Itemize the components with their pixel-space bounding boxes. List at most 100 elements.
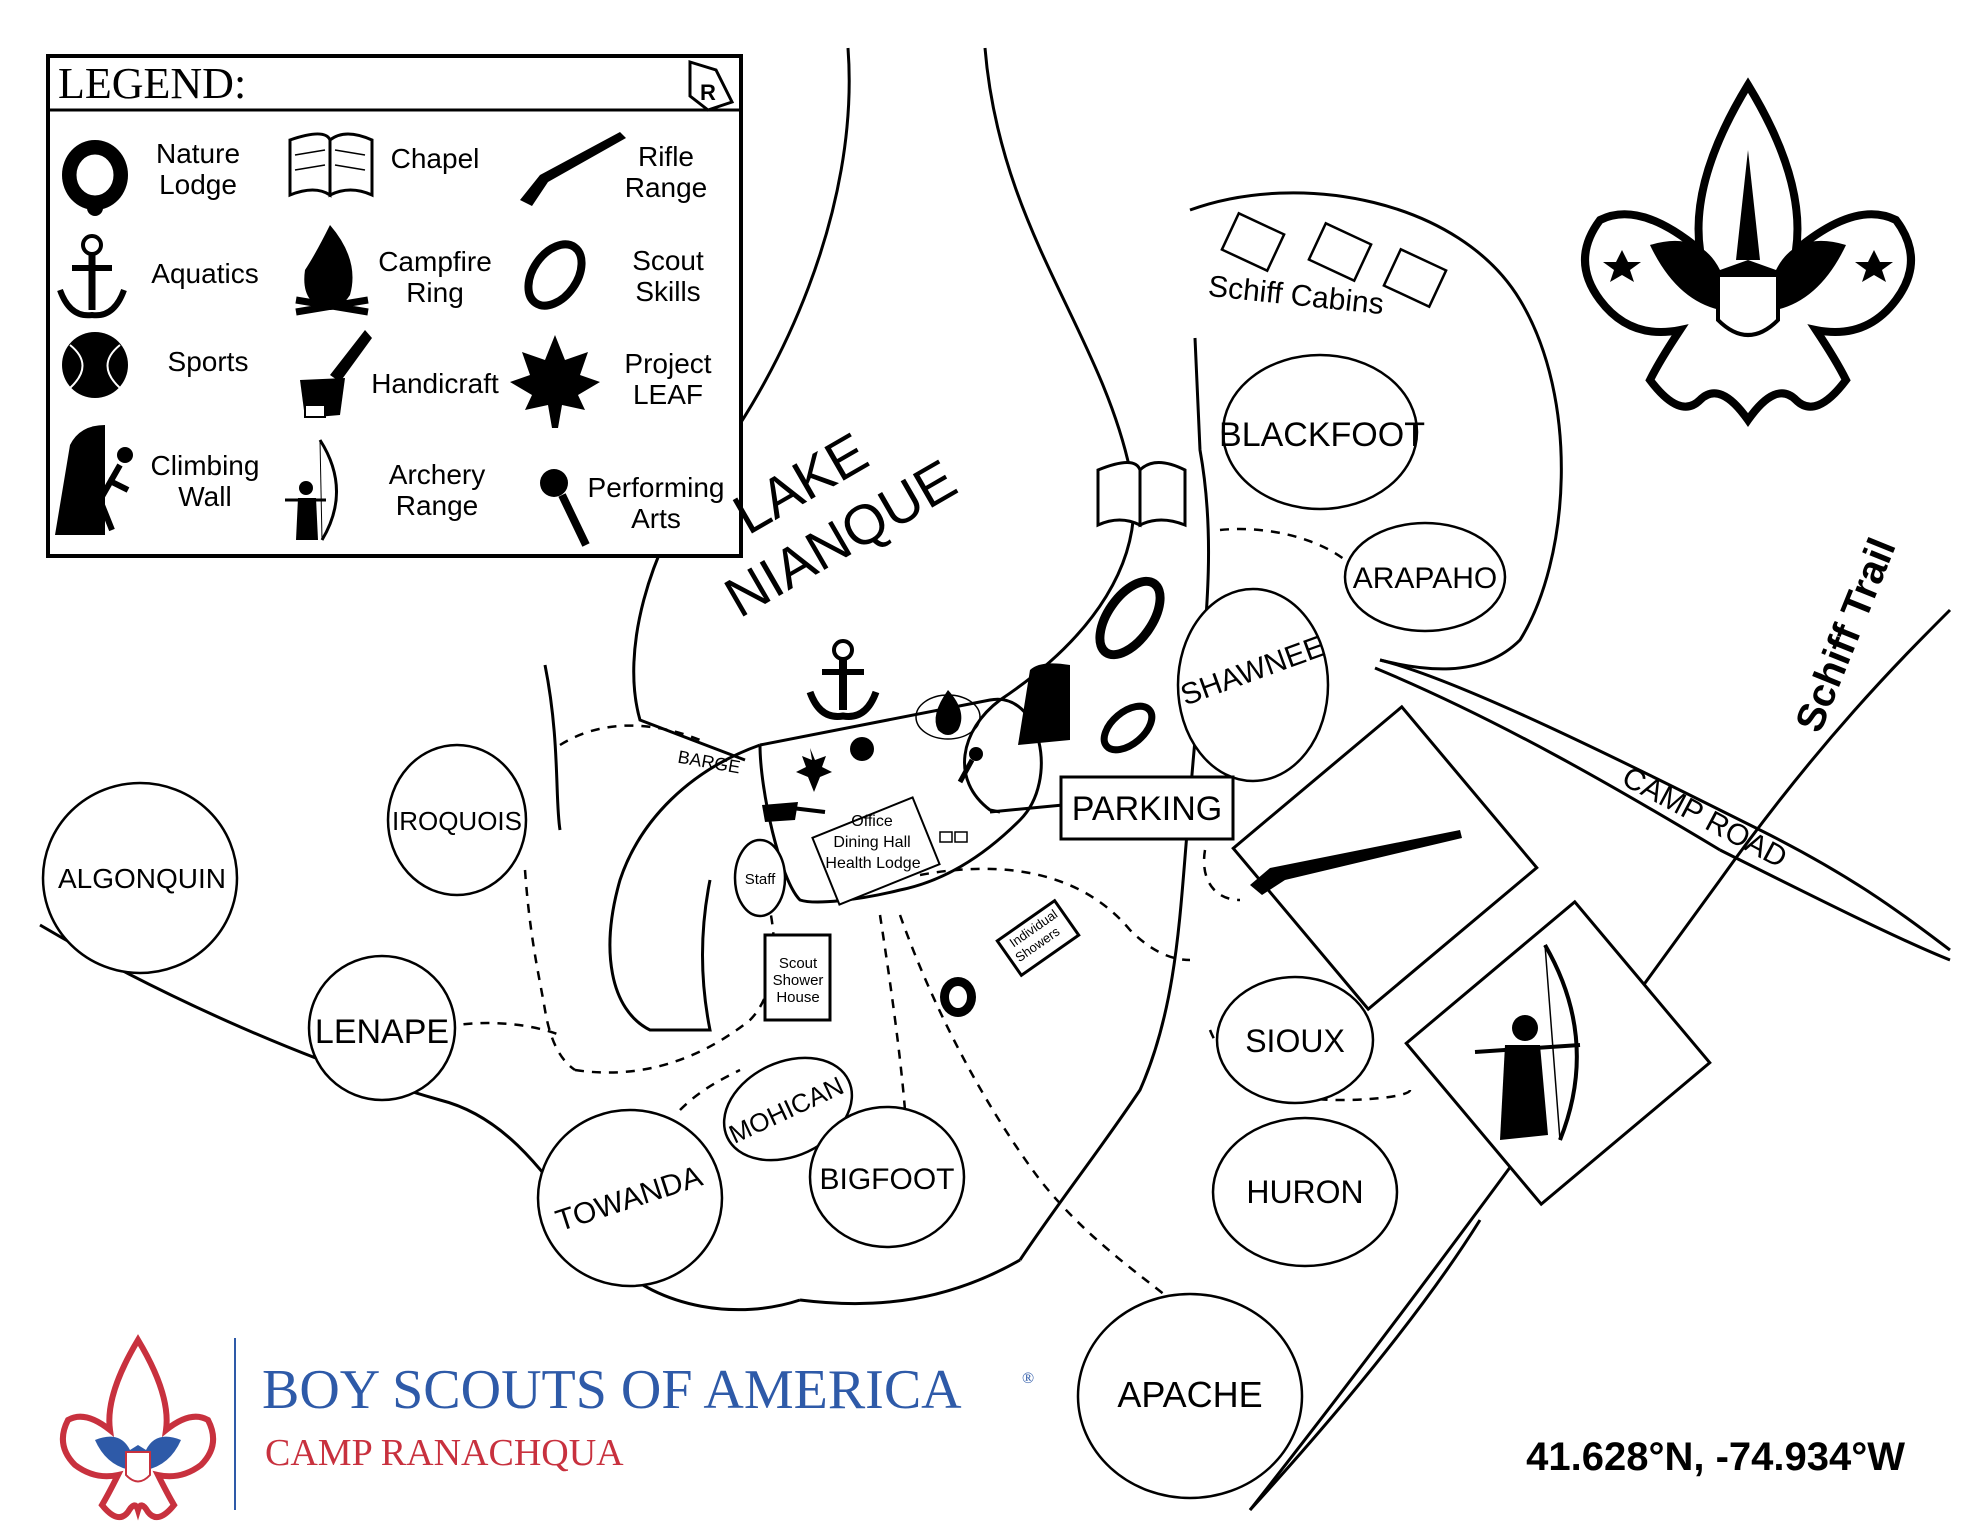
rifle-range[interactable]	[1231, 704, 1539, 1012]
svg-text:LENAPE: LENAPE	[315, 1013, 449, 1051]
campsite-mohican[interactable]: MOHICAN	[707, 1038, 868, 1180]
legend-label: Wall	[178, 481, 231, 512]
svg-text:R: R	[700, 80, 716, 105]
legend-label: Range	[625, 172, 708, 203]
individual-showers[interactable]: Individual Showers	[995, 898, 1081, 978]
legend-title: LEGEND:	[58, 59, 246, 108]
archery-range[interactable]	[1404, 899, 1712, 1207]
archer-icon	[285, 439, 338, 541]
archer-icon	[1474, 943, 1581, 1141]
dining-hall-building[interactable]: Office Dining Hall Health Lodge	[811, 796, 968, 906]
svg-text:ALGONQUIN: ALGONQUIN	[58, 863, 226, 894]
campsite-lenape[interactable]: LENAPE	[307, 954, 457, 1102]
svg-text:BLACKFOOT: BLACKFOOT	[1219, 416, 1425, 454]
legend-label: Project	[624, 348, 711, 379]
camp-boundary-road	[39, 658, 1951, 1512]
campsite-sioux[interactable]: SIOUX	[1215, 975, 1375, 1105]
campsite-shawnee[interactable]: SHAWNEE	[1176, 587, 1330, 783]
registered-mark: ®	[1022, 1370, 1034, 1387]
schiff-cabins: Schiff Cabins	[1207, 211, 1448, 321]
svg-text:IROQUOIS: IROQUOIS	[392, 806, 522, 836]
svg-text:APACHE: APACHE	[1117, 1374, 1262, 1415]
svg-text:HURON: HURON	[1246, 1174, 1363, 1210]
schiff-trail-label: Schiff Trail	[1787, 532, 1904, 738]
campsite-algonquin[interactable]: ALGONQUIN	[41, 781, 239, 975]
legend-label: Chapel	[391, 143, 480, 174]
legend-label: Rifle	[638, 141, 694, 172]
campfire-ring-icon[interactable]	[915, 690, 981, 740]
ball-icon	[62, 332, 128, 398]
sports-icon[interactable]	[850, 737, 874, 761]
legend-label: Climbing	[151, 450, 260, 481]
legend-label: Sports	[168, 346, 249, 377]
handicraft-icon[interactable]	[762, 802, 826, 822]
bsa-logo-color	[59, 1334, 217, 1521]
office-label: Office	[851, 813, 893, 830]
legend-label: Range	[396, 490, 479, 521]
dining-hall-label: Dining Hall	[833, 834, 910, 851]
map-coordinates: 41.628°N, -74.934°W	[1526, 1435, 1905, 1479]
turtle-icon	[62, 140, 128, 216]
legend-label: Handicraft	[371, 368, 499, 399]
arrowhead-icon: R	[688, 59, 735, 112]
campsite-arapaho[interactable]: ARAPAHO	[1343, 521, 1507, 633]
barge: BARGE	[676, 747, 742, 778]
legend-label: Campfire	[378, 246, 492, 277]
camp-name: CAMP RANACHQUA	[265, 1432, 624, 1474]
legend-label: Performing	[588, 472, 725, 503]
svg-text:Scout: Scout	[779, 955, 818, 972]
legend-label: Aquatics	[151, 258, 258, 289]
legend-label: Lodge	[159, 169, 237, 200]
knot-icon	[524, 240, 586, 310]
scout-skills-icon-2[interactable]	[1096, 698, 1159, 759]
anchor-icon	[57, 234, 127, 319]
legend-label: LEAF	[633, 379, 703, 410]
svg-text:Shower: Shower	[773, 972, 824, 989]
bsa-fleur-de-lis-emblem	[1581, 77, 1915, 427]
svg-text:BIGFOOT: BIGFOOT	[820, 1163, 955, 1196]
maple-leaf-icon	[510, 335, 600, 428]
svg-text:House: House	[776, 989, 819, 1006]
aquatics-icon[interactable]	[806, 639, 880, 720]
parking[interactable]: PARKING	[989, 775, 1235, 841]
rifle-icon	[1250, 830, 1462, 895]
nature-lodge-icon[interactable]	[940, 977, 976, 1017]
lake-label: LAKE NIANQUE	[714, 420, 966, 629]
svg-text:SIOUX: SIOUX	[1245, 1023, 1345, 1059]
microphone-icon	[540, 469, 590, 547]
schiff-cabins-label: Schiff Cabins	[1207, 270, 1386, 321]
east-peninsula-boundary	[799, 191, 1563, 1306]
campsite-bigfoot[interactable]: BIGFOOT	[808, 1105, 966, 1249]
legend-label: Arts	[631, 503, 681, 534]
health-lodge-label: Health Lodge	[825, 855, 920, 872]
legend: LEGEND: R Nature Lodge Chapel Rifle Rang…	[46, 54, 743, 558]
climber-icon	[55, 425, 133, 535]
legend-label: Scout	[632, 245, 704, 276]
svg-text:BARGE: BARGE	[676, 747, 742, 778]
campsite-towanda[interactable]: TOWANDA	[536, 1108, 724, 1288]
campsite-iroquois[interactable]: IROQUOIS	[386, 743, 528, 897]
svg-text:Staff: Staff	[745, 871, 776, 888]
rifle-icon	[520, 132, 626, 206]
camp-road	[1374, 666, 1951, 962]
paintbrush-icon	[300, 330, 372, 418]
schiff-trail-road	[1248, 608, 1952, 1511]
scout-shower-house[interactable]: Scout Shower House	[763, 933, 832, 1022]
scout-skills-icon[interactable]	[1088, 571, 1172, 665]
legend-label: Ring	[406, 277, 464, 308]
legend-label: Nature	[156, 138, 240, 169]
climbing-wall-icon[interactable]	[1018, 663, 1070, 745]
performing-arts-icon[interactable]	[957, 747, 983, 784]
svg-text:PARKING: PARKING	[1072, 790, 1223, 828]
campsite-apache[interactable]: APACHE	[1076, 1292, 1304, 1500]
chapel-icon[interactable]	[1096, 461, 1187, 528]
bsa-org-name: BOY SCOUTS OF AMERICA	[262, 1359, 962, 1421]
project-leaf-icon[interactable]	[796, 748, 832, 792]
book-icon	[288, 132, 374, 198]
svg-text:ARAPAHO: ARAPAHO	[1353, 562, 1497, 595]
staff-area[interactable]: Staff	[733, 838, 787, 918]
campsite-huron[interactable]: HURON	[1211, 1116, 1399, 1268]
campsite-blackfoot[interactable]: BLACKFOOT	[1219, 353, 1425, 511]
legend-label: Skills	[635, 276, 700, 307]
